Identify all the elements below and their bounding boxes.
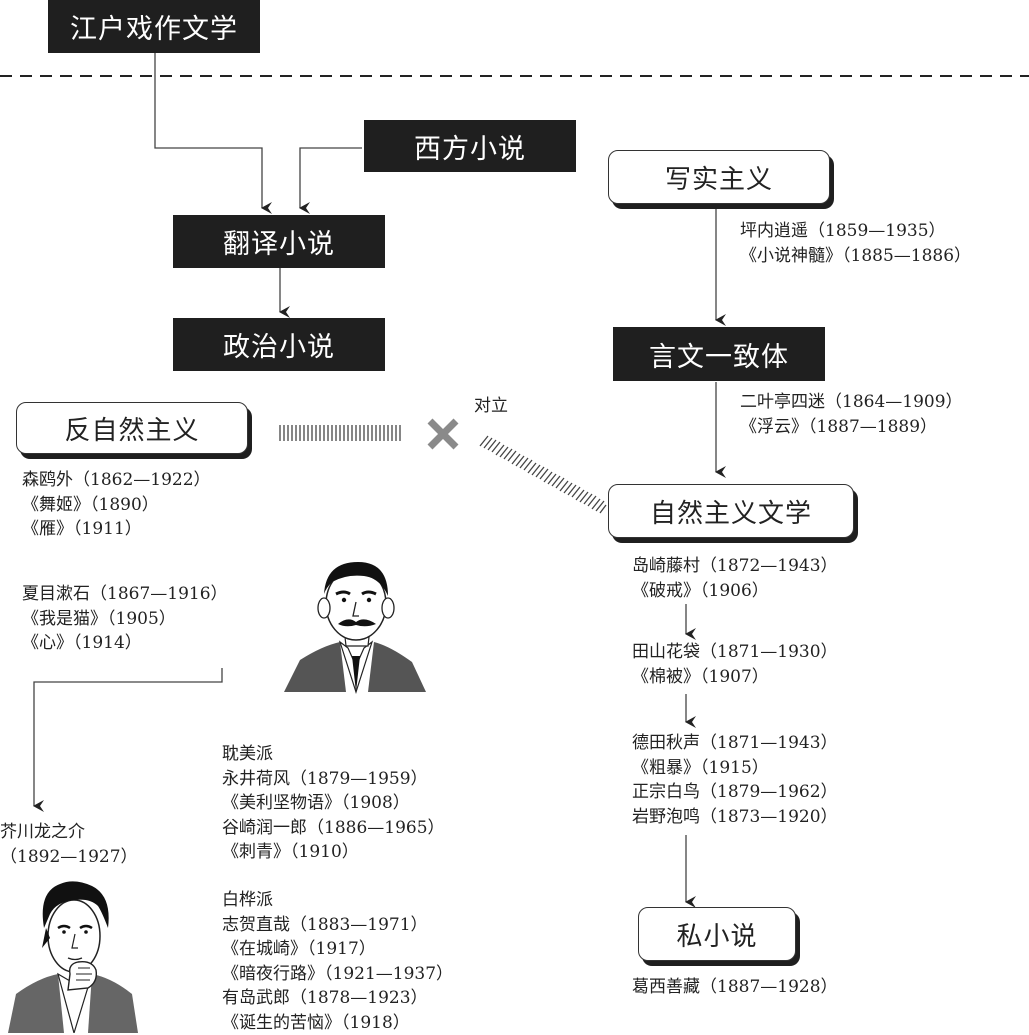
- note-line: 夏目漱石（1867—1916）: [22, 582, 228, 607]
- note-line: 岛崎藤村（1872—1943）: [632, 554, 838, 579]
- note-shusei-group: 德田秋声（1871—1943） 《粗暴》（1915） 正宗白鸟（1879—196…: [632, 731, 838, 829]
- node-edo: 江户戏作文学: [48, 0, 260, 53]
- note-line: 《心》（1914）: [22, 631, 228, 656]
- opposition-x-icon: [430, 421, 456, 447]
- note-line: 《我是猫》（1905）: [22, 607, 228, 632]
- node-anti-naturalism: 反自然主义: [16, 402, 248, 454]
- note-toson: 岛崎藤村（1872—1943） 《破戒》（1906）: [632, 554, 838, 603]
- note-line: 永井荷风（1879—1959）: [222, 767, 445, 792]
- node-genbun: 言文一致体: [613, 327, 825, 381]
- opposition-label: 对立: [474, 394, 508, 419]
- opposition-hatch-right: [480, 436, 606, 513]
- note-shirakaba-school: 白桦派 志贺直哉（1883—1971） 《在城崎》（1917） 《暗夜行路》（1…: [222, 888, 453, 1035]
- note-line: 谷崎润一郎（1886—1965）: [222, 816, 445, 841]
- note-tsubouchi: 坪内逍遥（1859—1935） 《小说神髓》（1885—1886）: [740, 219, 971, 268]
- edge-soseki-akutagawa: [34, 668, 222, 806]
- note-line: 耽美派: [222, 742, 445, 767]
- note-line: 《小说神髓》（1885—1886）: [740, 244, 971, 269]
- note-soseki: 夏目漱石（1867—1916） 《我是猫》（1905） 《心》（1914）: [22, 582, 228, 656]
- note-line: 《刺青》（1910）: [222, 840, 445, 865]
- edge-western-translated: [300, 148, 362, 208]
- note-line: 《在城崎》（1917）: [222, 937, 453, 962]
- opposition-hatch-left: [280, 425, 400, 441]
- note-line: 森鸥外（1862—1922）: [22, 468, 211, 493]
- note-line: 岩野泡鸣（1873—1920）: [632, 805, 838, 830]
- note-line: 《诞生的苦恼》（1918）: [222, 1011, 453, 1035]
- note-line: 《美利坚物语》（1908）: [222, 791, 445, 816]
- note-line: 《浮云》（1887—1889）: [740, 415, 963, 440]
- note-line: 《舞姬》（1890）: [22, 493, 211, 518]
- note-line: 二叶亭四迷（1864—1909）: [740, 390, 963, 415]
- note-ogai: 森鸥外（1862—1922） 《舞姬》（1890） 《雁》（1911）: [22, 468, 211, 542]
- note-akutagawa: 芥川龙之介 （1892—1927）: [0, 820, 138, 869]
- note-line: 田山花袋（1871—1930）: [632, 640, 838, 665]
- note-line: 《破戒》（1906）: [632, 579, 838, 604]
- note-line: 芥川龙之介: [0, 820, 138, 845]
- node-i-novel: 私小说: [638, 907, 796, 961]
- node-western: 西方小说: [364, 120, 576, 172]
- note-line: 白桦派: [222, 888, 453, 913]
- note-line: 《粗暴》（1915）: [632, 756, 838, 781]
- note-kasai: 葛西善藏（1887—1928）: [632, 975, 838, 1000]
- note-line: 坪内逍遥（1859—1935）: [740, 219, 971, 244]
- note-line: 《暗夜行路》（1921—1937）: [222, 962, 453, 987]
- node-translated: 翻译小说: [173, 215, 385, 268]
- portrait-akutagawa-illustration: [8, 878, 142, 1033]
- note-line: 《棉被》（1907）: [632, 665, 838, 690]
- note-line: 葛西善藏（1887—1928）: [632, 975, 838, 1000]
- node-political: 政治小说: [173, 318, 385, 371]
- note-line: 德田秋声（1871—1943）: [632, 731, 838, 756]
- note-line: 正宗白鸟（1879—1962）: [632, 780, 838, 805]
- node-naturalism: 自然主义文学: [608, 484, 854, 538]
- note-katai: 田山花袋（1871—1930） 《棉被》（1907）: [632, 640, 838, 689]
- note-line: 志贺直哉（1883—1971）: [222, 913, 453, 938]
- note-aesthetic-school: 耽美派 永井荷风（1879—1959） 《美利坚物语》（1908） 谷崎润一郎（…: [222, 742, 445, 865]
- node-realism: 写实主义: [608, 150, 830, 204]
- note-line: 《雁》（1911）: [22, 517, 211, 542]
- portrait-soseki-illustration: [280, 556, 430, 694]
- note-futabatei: 二叶亭四迷（1864—1909） 《浮云》（1887—1889）: [740, 390, 963, 439]
- note-line: 有岛武郎（1878—1923）: [222, 986, 453, 1011]
- note-line: （1892—1927）: [0, 845, 138, 870]
